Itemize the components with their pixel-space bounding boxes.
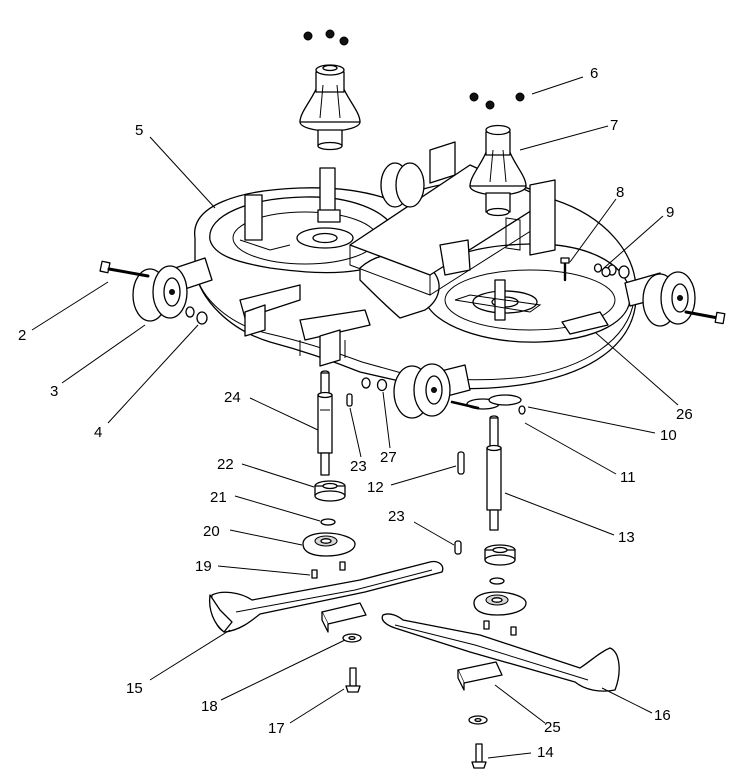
callout-9: 9: [666, 204, 674, 221]
callout-labels: 2 3 4 5 6 7 8 9 10 11 12 13 14 15 16 17 …: [18, 65, 693, 761]
callout-4: 4: [94, 424, 102, 441]
leader-14: [487, 752, 532, 759]
blade-washer-right: [468, 715, 488, 725]
callout-27: 27: [380, 449, 397, 466]
callout-24: 24: [224, 389, 241, 406]
callout-23a: 23: [350, 458, 367, 475]
callout-13: 13: [618, 529, 635, 546]
leader-9: [603, 215, 664, 269]
leader-7: [519, 125, 609, 151]
leader-2: [31, 281, 109, 331]
callout-19: 19: [195, 558, 212, 575]
blade-bolt-right: [471, 743, 487, 769]
callout-25: 25: [544, 719, 561, 736]
leader-10: [527, 406, 656, 434]
spindle-shaft-left: [317, 370, 333, 476]
leader-19: [217, 565, 311, 576]
callout-26: 26: [676, 406, 693, 423]
blade-stiffener-left: [321, 602, 367, 633]
leader-18: [220, 639, 346, 701]
callout-3: 3: [50, 383, 58, 400]
leader-16: [601, 687, 653, 714]
leader-8: [569, 198, 617, 263]
carriage-bolt-hardware: [450, 257, 611, 415]
blade-stiffener-right: [457, 661, 503, 691]
spindle-housing-left: [299, 64, 361, 151]
leader-15: [149, 629, 231, 681]
flange-bearing-left: [302, 532, 356, 557]
wheel-bolt-right: [684, 310, 726, 325]
spindle-nuts: [303, 29, 525, 110]
spindle-shaft-right: [486, 415, 502, 531]
blade-bolt-left: [345, 667, 361, 693]
mower-blade-left: [208, 560, 444, 633]
leader-22: [241, 463, 315, 488]
spindle-bearing-right: [484, 544, 516, 566]
leader-23b: [413, 521, 455, 546]
callout-7: 7: [610, 117, 618, 134]
blade-washer-left: [342, 633, 362, 643]
callout-12: 12: [367, 479, 384, 496]
callout-17: 17: [268, 720, 285, 737]
woodruff-keys: [346, 393, 465, 555]
leader-21: [234, 495, 321, 522]
spacer-nuts: [361, 377, 388, 392]
callout-8: 8: [616, 184, 624, 201]
leader-4: [107, 324, 199, 424]
leader-lines: [31, 76, 679, 759]
wheel-bolt: [99, 260, 150, 278]
anti-scalp-wheel-rear: [380, 162, 425, 208]
spindle-housing-right: [469, 124, 527, 217]
callout-21: 21: [210, 489, 227, 506]
leader-25: [494, 684, 546, 724]
anti-scalp-wheel-front: [393, 363, 471, 419]
leader-11: [524, 422, 617, 475]
mower-blade-right: [381, 613, 620, 692]
callout-18: 18: [201, 698, 218, 715]
leader-12: [390, 465, 457, 486]
callout-10: 10: [660, 427, 677, 444]
snap-rings: [320, 518, 505, 585]
spindle-bearing-left: [314, 480, 346, 502]
callout-2: 2: [18, 327, 26, 344]
callout-14: 14: [537, 744, 554, 761]
callout-11: 11: [620, 469, 636, 486]
leader-23a: [349, 407, 362, 458]
anti-scalp-wheel-left: [132, 257, 213, 322]
leader-20: [229, 529, 303, 546]
callout-16: 16: [654, 707, 671, 724]
callout-15: 15: [126, 680, 143, 697]
leader-26: [595, 332, 679, 406]
callout-23b: 23: [388, 508, 405, 525]
leader-13: [504, 492, 615, 536]
callout-20: 20: [203, 523, 220, 540]
leader-27: [382, 391, 391, 449]
anti-scalp-wheel-right: [624, 271, 696, 327]
leader-5: [149, 136, 216, 209]
leader-17: [289, 688, 345, 724]
leader-6: [531, 76, 584, 95]
leader-3: [61, 324, 146, 384]
leader-24: [249, 397, 319, 431]
callout-22: 22: [217, 456, 234, 473]
callout-6: 6: [590, 65, 598, 82]
blade-mount-bolts: [311, 561, 517, 636]
flange-bearing-right: [473, 591, 527, 616]
callout-5: 5: [135, 122, 143, 139]
